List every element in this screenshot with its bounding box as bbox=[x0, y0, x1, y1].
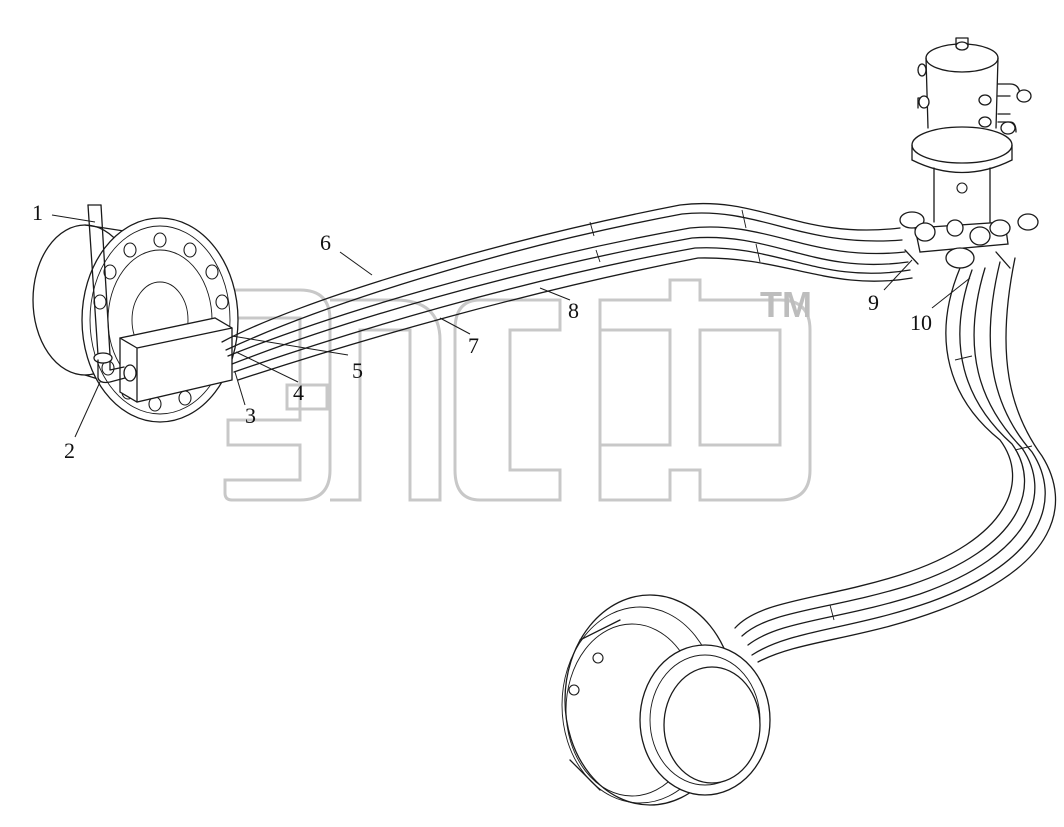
rotary-distributor bbox=[899, 37, 1039, 269]
callouts: 1 2 3 4 5 6 7 8 9 10 bbox=[32, 200, 932, 463]
callout-9: 9 bbox=[868, 290, 879, 315]
callout-6: 6 bbox=[320, 230, 331, 255]
right-wheel-hub bbox=[561, 594, 771, 806]
callout-5: 5 bbox=[352, 358, 363, 383]
left-hose-bundle bbox=[221, 202, 913, 381]
callout-3: 3 bbox=[245, 403, 256, 428]
callout-4: 4 bbox=[293, 380, 304, 405]
callout-8: 8 bbox=[568, 298, 579, 323]
left-wheel-hub bbox=[32, 204, 239, 423]
right-hose-bundle bbox=[734, 257, 1057, 663]
callout-1: 1 bbox=[32, 200, 43, 225]
trademark-text: TM bbox=[760, 284, 812, 325]
callout-7: 7 bbox=[468, 333, 479, 358]
watermark-logo: TM bbox=[223, 278, 812, 502]
callout-leaders bbox=[51, 214, 971, 438]
callout-10: 10 bbox=[910, 310, 932, 335]
callout-2: 2 bbox=[64, 438, 75, 463]
